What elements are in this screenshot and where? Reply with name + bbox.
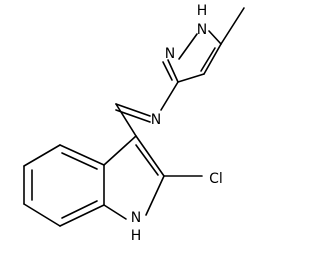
chloro-label: Cl: [209, 171, 223, 187]
imine-nitrogen-label: N: [151, 112, 161, 128]
bond-n1-n2: [178, 33, 198, 60]
bond-c5-c4: [23, 144, 61, 167]
bond-c5-methyl: [220, 7, 245, 45]
bond-ch-c3-indole: [115, 103, 137, 137]
indole-nh-nitrogen-label: N: [131, 210, 141, 226]
bond-c3-imine-n: [160, 81, 179, 111]
bond-c3-c3a: [103, 135, 137, 166]
pyrazole-nh-nitrogen-label: N: [197, 22, 207, 38]
bond-c5-c4: [203, 43, 222, 75]
indole-nh-hydrogen-label: H: [131, 228, 142, 244]
bond-c5-c4-inner: [200, 47, 216, 72]
bond-imine-n-ch: [115, 103, 151, 117]
bond-c7a-c7: [59, 204, 105, 227]
bond-c3-c2-inner: [135, 144, 159, 176]
bond-c3-n2-inner: [162, 61, 173, 81]
bond-c2-n1: [145, 175, 165, 216]
pyrazole-nh-hydrogen-label: H: [197, 3, 208, 19]
bond-n1-c7a: [103, 204, 127, 220]
bond-c3-c2: [135, 135, 165, 177]
chemical-structure: H N N N Cl N H: [23, 3, 245, 244]
bond-c7-c6: [23, 203, 61, 227]
bond-c3-n2: [167, 59, 179, 83]
pyrazole-n2-label: N: [165, 46, 175, 62]
bond-c7a-c7-inner: [61, 200, 98, 219]
structure-canvas: H N N N Cl N H: [23, 3, 245, 244]
bond-c4-c3a: [59, 144, 105, 166]
bond-n1-c5: [208, 30, 222, 45]
bond-c4-c3a-inner: [61, 152, 98, 170]
bond-c4-c3: [177, 73, 205, 83]
